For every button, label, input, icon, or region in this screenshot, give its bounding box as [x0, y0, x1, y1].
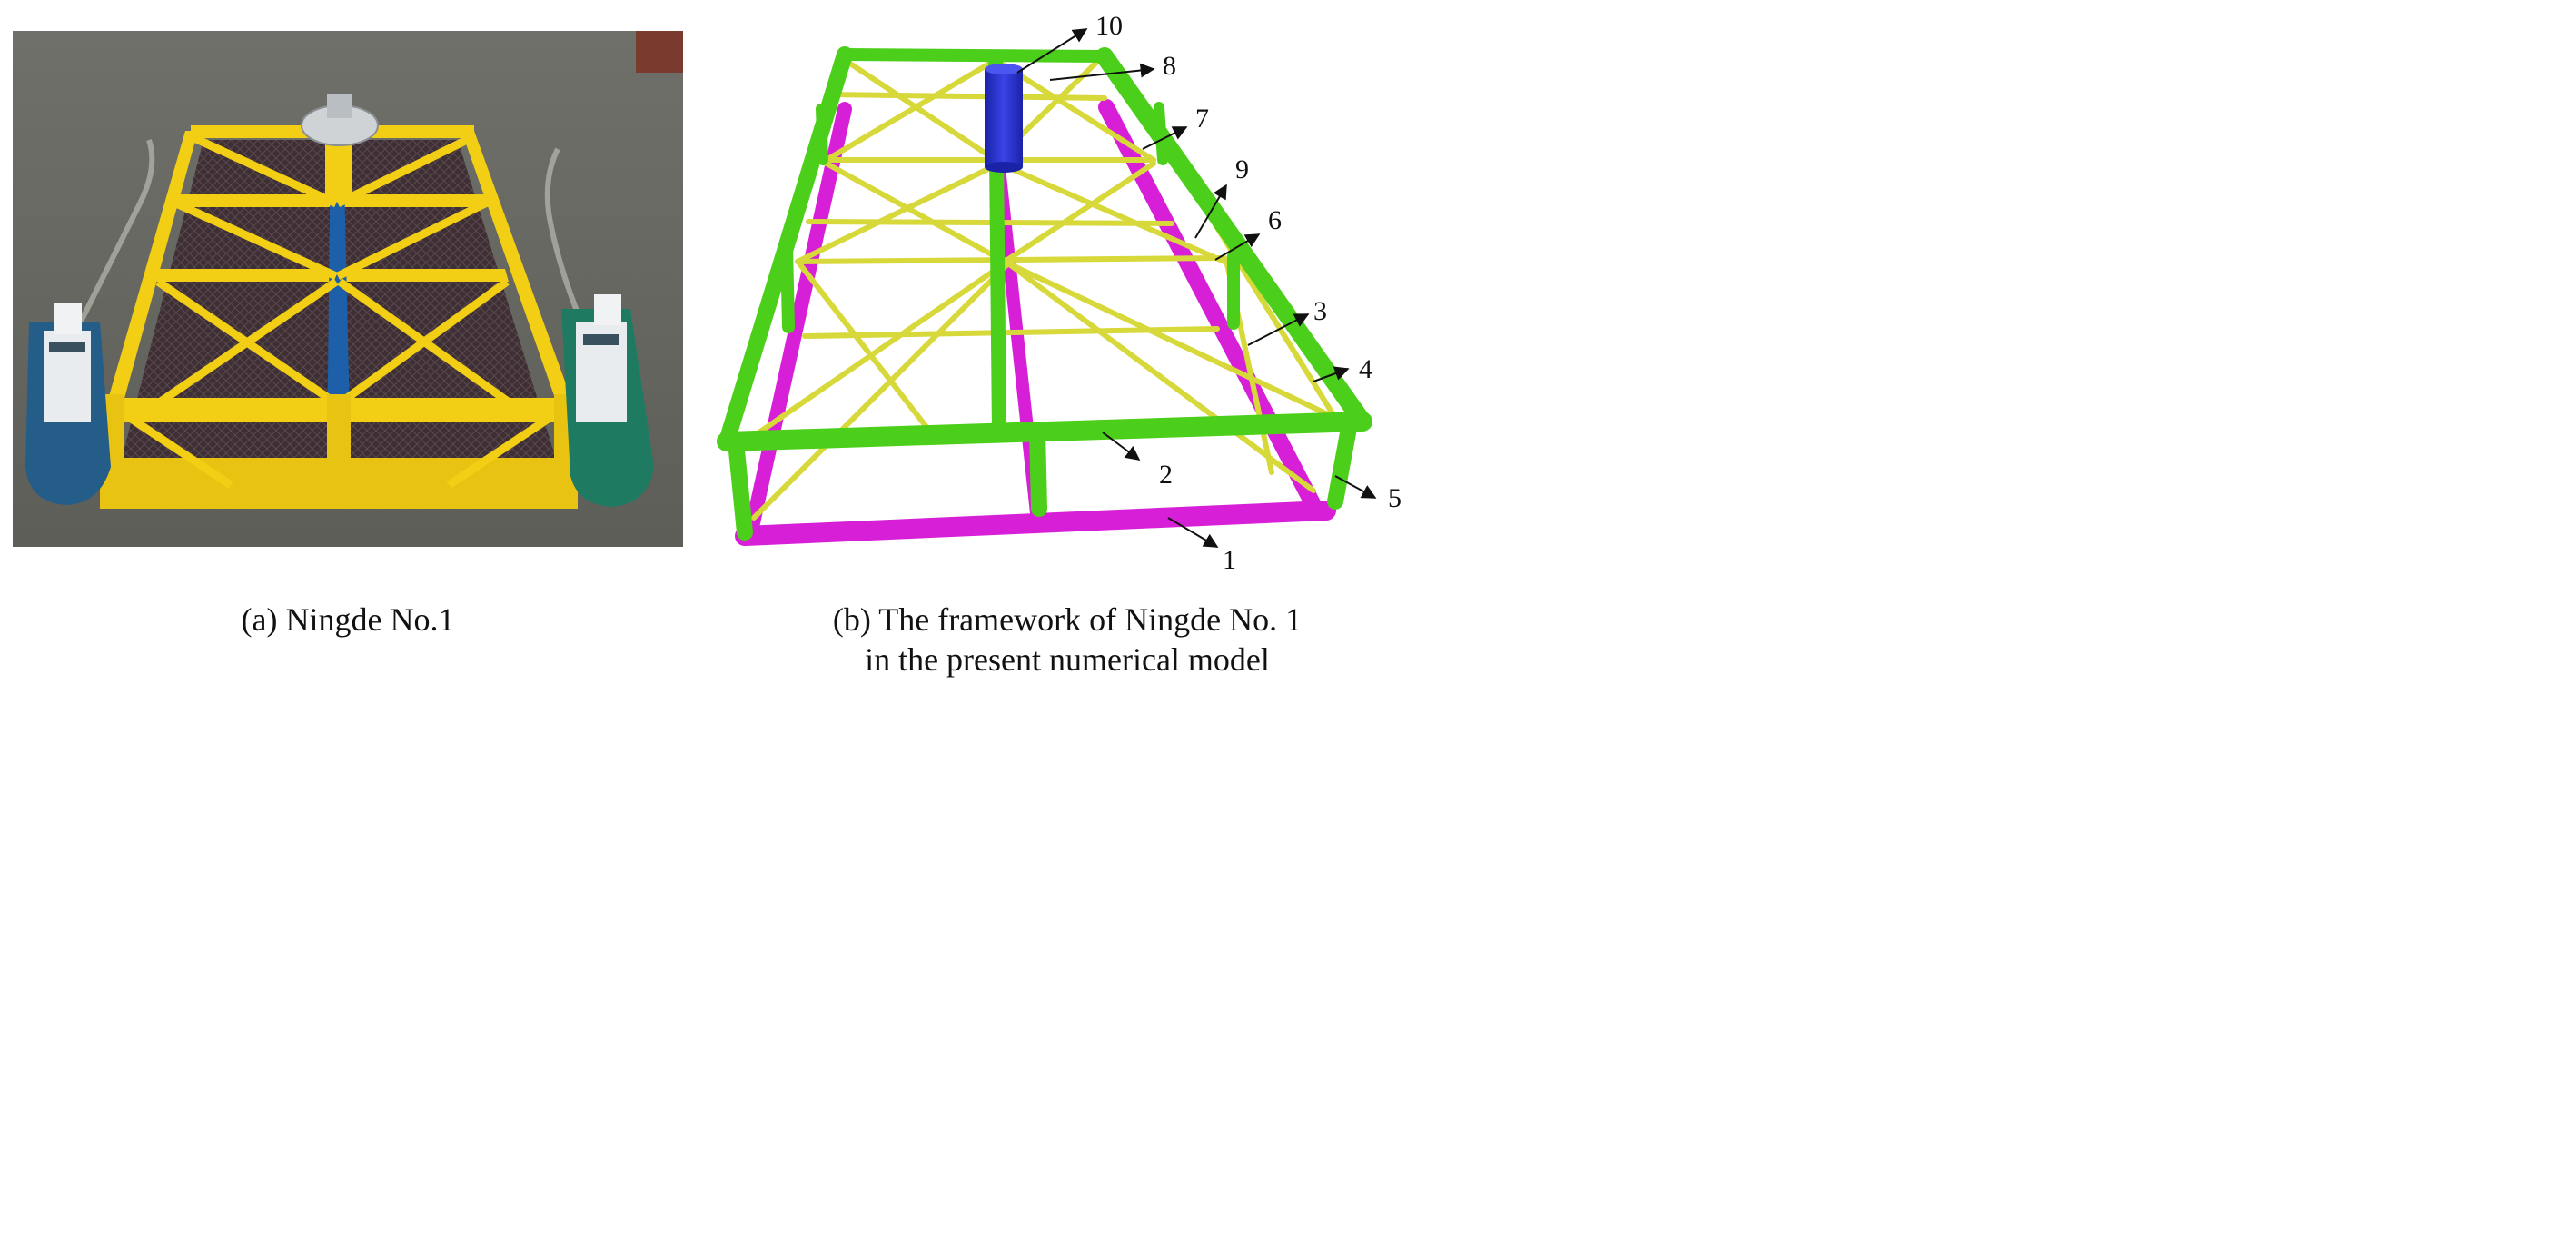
caption-b-line2: in the present numerical model [865, 641, 1270, 678]
arrow-7 [1142, 126, 1188, 150]
platform-photo [13, 31, 683, 547]
label-10: 10 [1095, 11, 1123, 41]
tower-top [327, 94, 352, 118]
arrow-10 [1016, 28, 1088, 74]
label-8: 8 [1163, 51, 1176, 81]
arrow-1 [1167, 517, 1219, 548]
label-5: 5 [1388, 483, 1402, 513]
label-4: 4 [1359, 354, 1372, 384]
wake-left [74, 139, 155, 332]
arrow-4 [1313, 366, 1350, 382]
label-6: 6 [1268, 205, 1282, 235]
caption-a: (a) Ningde No.1 [241, 601, 455, 638]
arrow-3 [1247, 313, 1310, 346]
annotations [1016, 28, 1377, 548]
number-labels: 1 2 3 4 5 6 7 8 9 10 [1095, 11, 1402, 575]
arrow-8 [1049, 63, 1155, 81]
arrow-9 [1194, 184, 1227, 239]
diagonal-braces [119, 134, 560, 489]
label-1: 1 [1223, 545, 1236, 575]
framework-diagram: 1 2 3 4 5 6 7 8 9 10 [717, 11, 1402, 575]
arrow-6 [1214, 233, 1261, 261]
label-2: 2 [1159, 460, 1173, 490]
label-9: 9 [1235, 154, 1249, 184]
caption-b: (b) The framework of Ningde No. 1 in the… [718, 600, 1417, 680]
right-side-beam [461, 131, 580, 422]
figure: 1 2 3 4 5 6 7 8 9 10 (a) Ningde No.1 (b)… [0, 0, 1424, 705]
caption-b-line1: (b) The framework of Ningde No. 1 [832, 601, 1303, 638]
center-spine [327, 138, 351, 458]
label-3: 3 [1313, 296, 1327, 326]
distant-boat [636, 31, 683, 73]
central-column [985, 64, 1023, 173]
label-7: 7 [1195, 104, 1209, 134]
tugboat-right [561, 294, 654, 507]
tugboat-left [25, 303, 111, 505]
arrow-2 [1102, 432, 1141, 461]
arrow-5 [1334, 475, 1377, 499]
wake-right [544, 147, 588, 332]
